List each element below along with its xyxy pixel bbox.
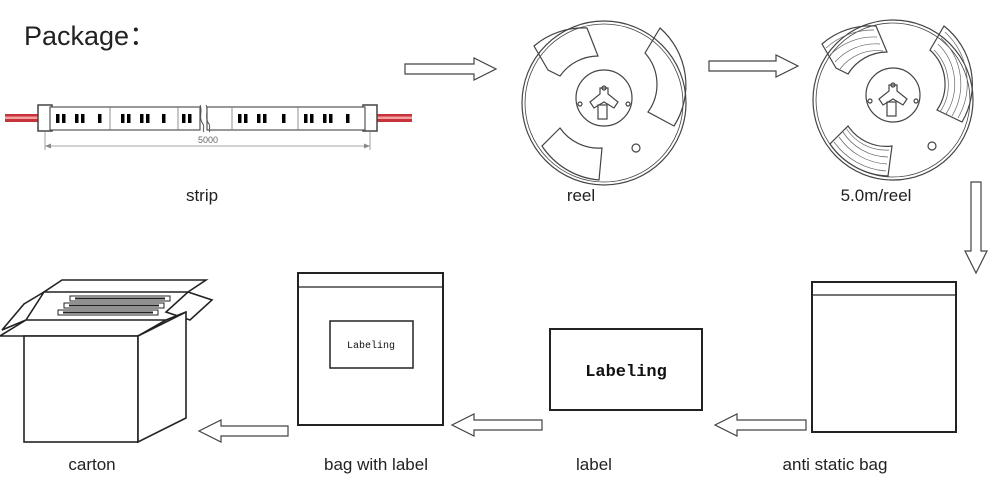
bag-with-label: Labeling <box>297 272 444 426</box>
caption-carton: carton <box>68 455 116 474</box>
arrow-right-2 <box>708 54 800 78</box>
led-strip: 5000 <box>5 104 412 150</box>
bag-label-text: Labeling <box>347 340 395 352</box>
caption-strip: strip <box>185 186 219 205</box>
strip-length-label: 5000 <box>198 135 218 145</box>
caption-anti-static-bag: anti static bag <box>782 455 888 474</box>
reel <box>521 20 687 186</box>
arrow-left-1 <box>713 413 807 437</box>
arrow-left-3 <box>197 419 289 443</box>
reel-full <box>812 19 974 181</box>
label-text: Labeling <box>585 363 667 382</box>
caption-bag-with-label: bag with label <box>324 455 428 474</box>
caption-label: label <box>576 455 612 474</box>
carton-box <box>0 279 214 444</box>
arrow-down <box>964 181 988 275</box>
page-title: Package： <box>24 21 157 51</box>
arrow-left-2 <box>450 413 543 437</box>
caption-reel-spec: 5.0m/reel <box>840 186 912 205</box>
label-card: Labeling <box>549 328 703 411</box>
arrow-right-1 <box>404 57 498 81</box>
caption-reel: reel <box>566 186 596 205</box>
anti-static-bag <box>811 281 957 433</box>
